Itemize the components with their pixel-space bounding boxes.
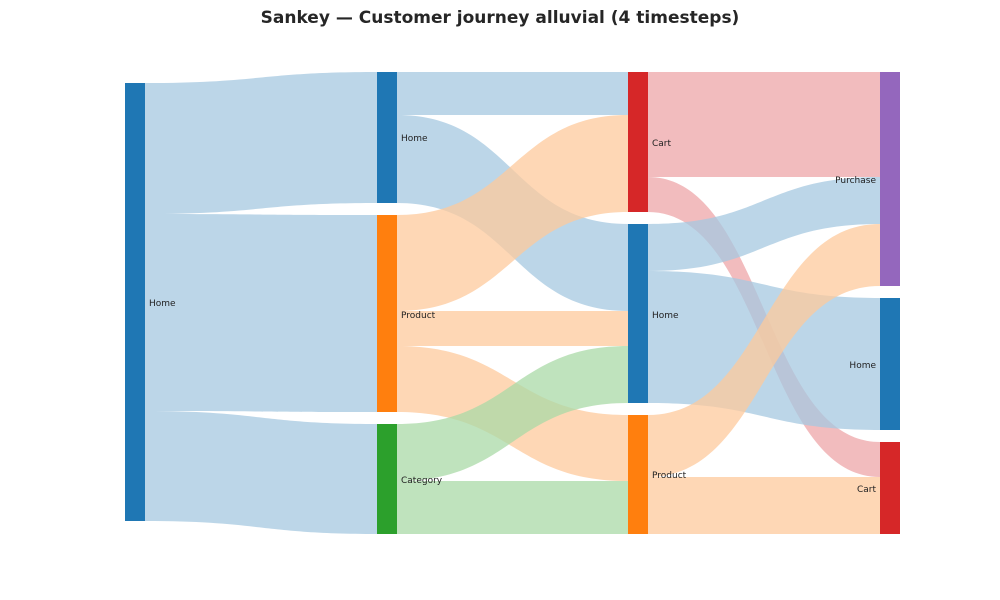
node-label: Home <box>401 134 428 144</box>
sankey-link <box>145 411 377 534</box>
sankey-node-home <box>125 83 145 521</box>
sankey-link <box>397 481 628 534</box>
sankey-nodes <box>125 72 900 534</box>
sankey-node-home <box>628 224 648 403</box>
sankey-node-home <box>880 298 900 430</box>
node-label: Cart <box>652 139 671 149</box>
sankey-link <box>648 72 880 177</box>
sankey-link <box>397 115 628 311</box>
node-label: Product <box>401 311 436 321</box>
sankey-node-product <box>628 415 648 534</box>
sankey-link <box>145 214 377 412</box>
node-label: Purchase <box>835 176 876 186</box>
sankey-node-home <box>377 72 397 203</box>
sankey-link <box>145 72 377 214</box>
sankey-labels: HomeHomeProductCategoryCartHomeProductPu… <box>149 134 876 495</box>
sankey-link <box>648 477 880 534</box>
sankey-node-category <box>377 424 397 534</box>
sankey-link <box>397 346 628 481</box>
node-label: Home <box>849 361 876 371</box>
sankey-node-cart <box>628 72 648 212</box>
sankey-links <box>145 72 880 534</box>
sankey-link <box>648 177 880 271</box>
sankey-link <box>397 311 628 346</box>
node-label: Cart <box>857 485 876 495</box>
sankey-node-cart <box>880 442 900 534</box>
sankey-link <box>397 72 628 115</box>
node-label: Home <box>149 299 176 309</box>
sankey-node-product <box>377 215 397 412</box>
sankey-link <box>648 224 880 477</box>
sankey-node-purchase <box>880 72 900 286</box>
node-label: Category <box>401 476 443 486</box>
node-label: Home <box>652 311 679 321</box>
chart-title: Sankey — Customer journey alluvial (4 ti… <box>260 8 740 28</box>
node-label: Product <box>652 471 687 481</box>
